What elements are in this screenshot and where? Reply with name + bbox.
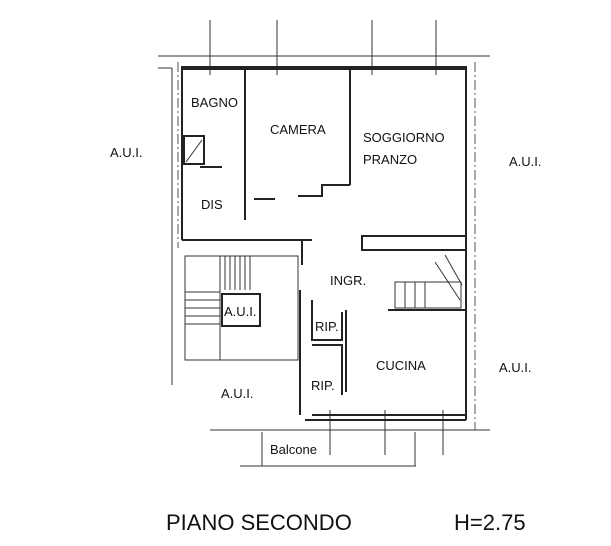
room-label-bagno: BAGNO: [191, 95, 238, 110]
neighbor-label-left: A.U.I.: [110, 145, 143, 160]
room-label-rip-2: RIP.: [311, 378, 335, 393]
neighbor-label-right-top: A.U.I.: [509, 154, 542, 169]
room-label-balcone: Balcone: [270, 442, 317, 457]
room-label-ingresso: INGR.: [330, 273, 366, 288]
floor-title: PIANO SECONDO: [166, 510, 352, 535]
room-label-pranzo: PRANZO: [363, 152, 417, 167]
ceiling-height: H=2.75: [454, 510, 526, 535]
stairwell: [184, 254, 463, 361]
room-label-rip-1: RIP.: [315, 319, 339, 334]
neighbor-label-right-bottom: A.U.I.: [499, 360, 532, 375]
room-label-cucina: CUCINA: [376, 358, 426, 373]
neighbor-label-bottom: A.U.I.: [221, 386, 254, 401]
room-label-soggiorno: SOGGIORNO: [363, 130, 445, 145]
walls: [181, 66, 467, 421]
building-outline: [158, 20, 490, 467]
neighbor-label-stairwell: A.U.I.: [224, 304, 257, 319]
room-label-camera: CAMERA: [270, 122, 326, 137]
room-label-dis: DIS: [201, 197, 223, 212]
